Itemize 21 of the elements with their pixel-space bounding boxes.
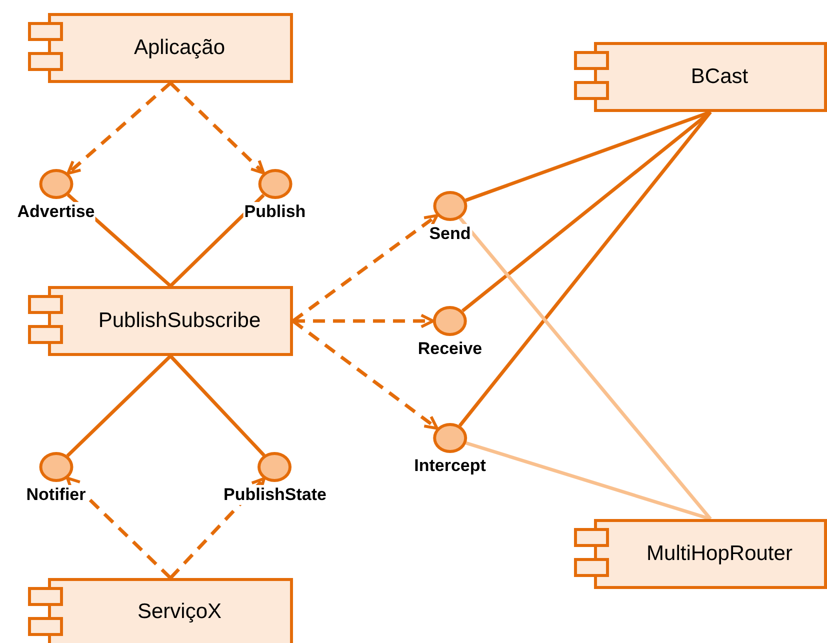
connector-line xyxy=(66,354,172,458)
component-name: BCast xyxy=(690,65,748,89)
dependency-arrow xyxy=(66,476,172,580)
component-name: Aplicação xyxy=(134,36,226,60)
connector-line xyxy=(458,110,712,427)
component-name: ServiçoX xyxy=(137,600,222,624)
connector-line xyxy=(458,216,712,520)
component-name: MultiHopRouter xyxy=(646,542,792,566)
dependency-arrow xyxy=(293,314,434,328)
interface-name: PublishState xyxy=(222,485,328,505)
dependency-arrow xyxy=(169,477,266,580)
dependency-arrow xyxy=(169,82,265,174)
interface-name: Intercept xyxy=(413,456,487,476)
interface-name: Advertise xyxy=(16,202,96,222)
connector-line xyxy=(466,441,712,521)
connector-line xyxy=(169,194,265,288)
dependency-arrow xyxy=(66,82,172,175)
component-name: PublishSubscribe xyxy=(98,309,261,333)
dependency-arrow xyxy=(292,214,438,322)
dependency-arrow xyxy=(292,320,438,430)
connector-line xyxy=(169,354,266,457)
